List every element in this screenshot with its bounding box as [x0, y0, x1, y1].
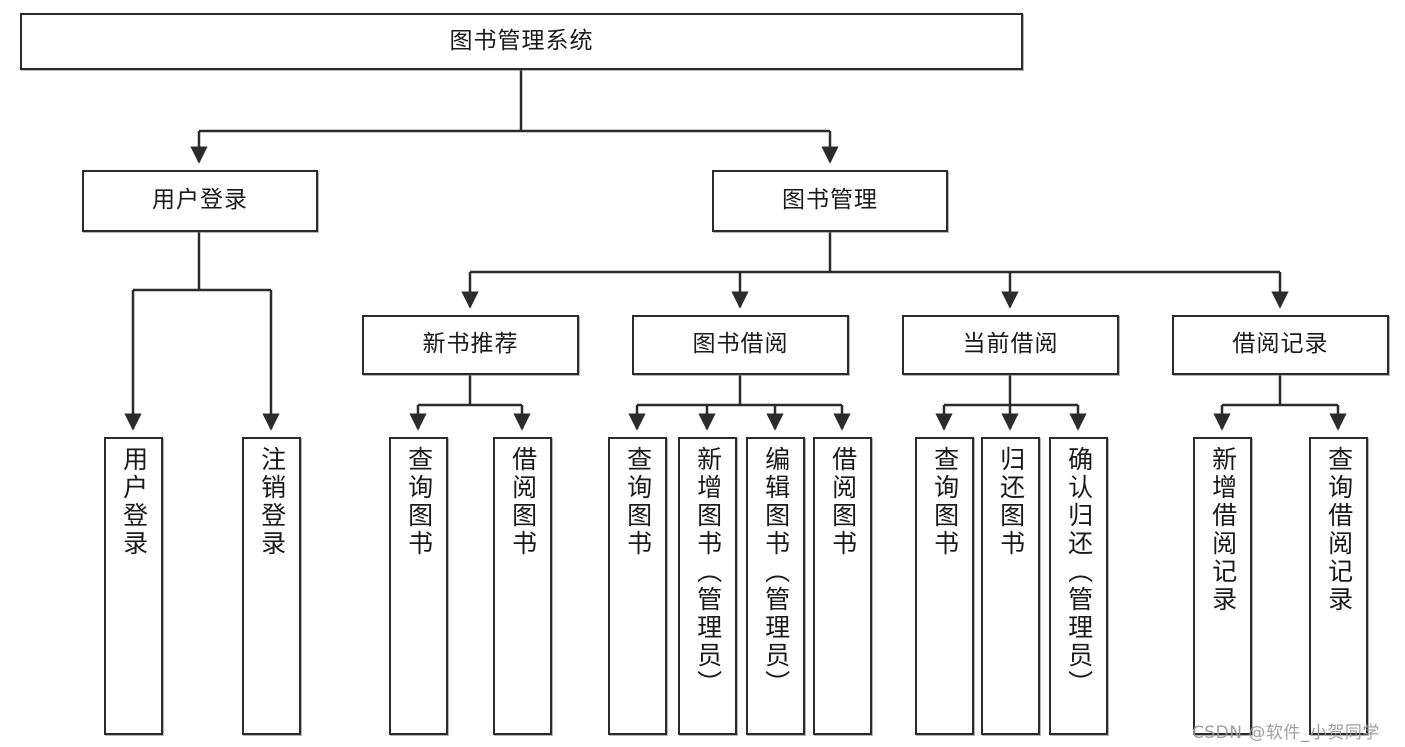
node-leaf-query-book-2[interactable]: 查询图书 [608, 437, 667, 735]
node-leaf-add-record-label: 新增借阅记录 [1208, 446, 1238, 614]
node-leaf-confirm-return-label: 确认归还（管理员） [1064, 446, 1094, 698]
node-book-borrow-label: 图书借阅 [692, 331, 789, 358]
node-leaf-borrow-book-2[interactable]: 借阅图书 [813, 437, 872, 735]
node-leaf-add-record[interactable]: 新增借阅记录 [1193, 437, 1252, 735]
node-borrow-record-label: 借阅记录 [1232, 331, 1329, 358]
node-leaf-logout-login-label: 注销登录 [257, 446, 287, 558]
node-user-login[interactable]: 用户登录 [82, 170, 318, 232]
node-user-login-label: 用户登录 [152, 187, 248, 214]
node-leaf-query-book-2-label: 查询图书 [623, 446, 653, 558]
node-book-manage[interactable]: 图书管理 [712, 170, 948, 232]
node-current-borrow-label: 当前借阅 [962, 331, 1059, 358]
node-book-manage-label: 图书管理 [782, 187, 878, 214]
node-root-label: 图书管理系统 [449, 27, 594, 54]
node-borrow-record[interactable]: 借阅记录 [1172, 315, 1389, 375]
node-leaf-borrow-book-1[interactable]: 借阅图书 [493, 437, 552, 735]
node-leaf-borrow-book-1-label: 借阅图书 [508, 446, 538, 558]
node-leaf-user-login-label: 用户登录 [119, 446, 149, 558]
node-leaf-query-book-3-label: 查询图书 [930, 446, 960, 558]
node-leaf-user-login[interactable]: 用户登录 [104, 437, 163, 735]
node-leaf-query-book-1[interactable]: 查询图书 [389, 437, 448, 735]
node-leaf-return-book-label: 归还图书 [996, 446, 1026, 558]
node-leaf-return-book[interactable]: 归还图书 [981, 437, 1040, 735]
node-new-book-recommend[interactable]: 新书推荐 [362, 315, 579, 375]
node-new-book-recommend-label: 新书推荐 [422, 331, 519, 358]
node-book-borrow[interactable]: 图书借阅 [632, 315, 849, 375]
node-leaf-query-book-1-label: 查询图书 [404, 446, 434, 558]
node-leaf-logout-login[interactable]: 注销登录 [242, 437, 301, 735]
node-current-borrow[interactable]: 当前借阅 [902, 315, 1119, 375]
node-root[interactable]: 图书管理系统 [20, 13, 1023, 70]
node-leaf-query-record-label: 查询借阅记录 [1324, 446, 1354, 614]
node-leaf-edit-book[interactable]: 编辑图书（管理员） [746, 437, 805, 735]
csdn-watermark: CSDN @软件_小贺同学 [1192, 723, 1380, 743]
node-leaf-edit-book-label: 编辑图书（管理员） [761, 446, 791, 698]
node-leaf-query-book-3[interactable]: 查询图书 [915, 437, 974, 735]
node-leaf-add-book-label: 新增图书（管理员） [693, 446, 723, 698]
node-leaf-confirm-return[interactable]: 确认归还（管理员） [1049, 437, 1108, 735]
node-leaf-add-book[interactable]: 新增图书（管理员） [678, 437, 737, 735]
node-leaf-query-record[interactable]: 查询借阅记录 [1309, 437, 1368, 735]
node-leaf-borrow-book-2-label: 借阅图书 [828, 446, 858, 558]
